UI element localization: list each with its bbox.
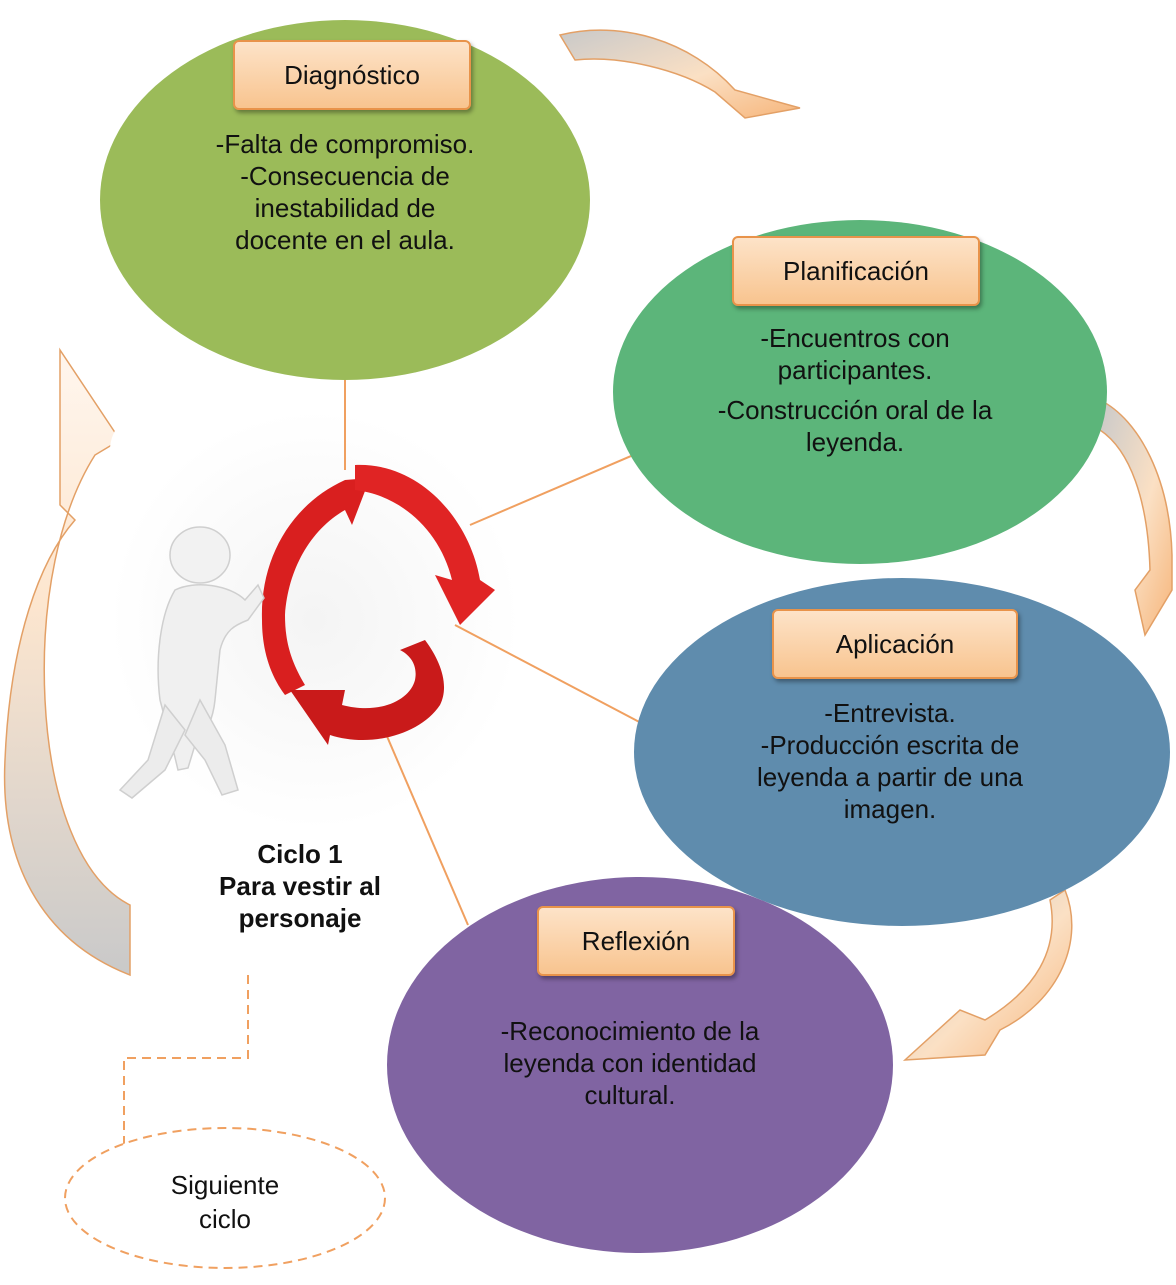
- flow-arrow-right: [1099, 398, 1173, 637]
- cycle-title-line: Ciclo 1: [257, 839, 343, 869]
- stage-item: -Reconocimiento de la: [500, 1016, 760, 1046]
- stage-body-reflexion: -Reconocimiento de la leyenda con identi…: [450, 1015, 810, 1111]
- stage-item: -Falta de compromiso.: [215, 129, 475, 159]
- flow-arrow-lower-right: [902, 888, 1073, 1061]
- connector-aplicacion: [454, 624, 646, 726]
- cycle-title-line: Para vestir al: [219, 871, 381, 901]
- next-cycle-line: ciclo: [198, 1204, 251, 1234]
- stage-ellipse-planificacion: [613, 220, 1107, 564]
- stage-item: leyenda.: [805, 427, 905, 457]
- stage-ellipse-reflexion: [387, 877, 893, 1253]
- stage-title-reflexion: Reflexión: [537, 906, 735, 976]
- stage-title-planificacion: Planificación: [732, 236, 980, 306]
- next-cycle-label: Siguiente ciclo: [130, 1168, 320, 1236]
- flow-arrow-top: [558, 29, 801, 119]
- stage-body-planificacion: -Encuentros con participantes. -Construc…: [665, 322, 1045, 458]
- pushing-figure-icon: [118, 526, 265, 799]
- stage-body-diagnostico: -Falta de compromiso. -Consecuencia de i…: [175, 128, 515, 256]
- stage-title-aplicacion: Aplicación: [772, 609, 1018, 679]
- stage-body-aplicacion: -Entrevista. -Producción escrita de leye…: [700, 697, 1080, 825]
- stage-item: participantes.: [777, 355, 933, 385]
- stage-item: -Construcción oral de la: [717, 395, 993, 425]
- connector-reflexion: [379, 719, 469, 926]
- cycle-arrows-icon: [261, 464, 495, 745]
- next-cycle-ellipse: [64, 1127, 386, 1269]
- stage-title-diagnostico: Diagnóstico: [233, 40, 471, 110]
- stage-ellipse-diagnostico: [100, 20, 590, 380]
- cycle-title: Ciclo 1 Para vestir al personaje: [170, 838, 430, 934]
- stage-item: -Producción escrita de: [760, 730, 1020, 760]
- next-cycle-connector: [123, 975, 249, 1150]
- stage-item: -Entrevista.: [824, 698, 956, 728]
- stage-item: -Encuentros con: [760, 323, 950, 353]
- stage-ellipse-aplicacion: [634, 578, 1170, 926]
- stage-item: cultural.: [584, 1080, 676, 1110]
- stage-item: -Consecuencia de: [240, 161, 450, 191]
- connector-planificacion: [469, 449, 646, 526]
- stage-item: leyenda con identidad: [503, 1048, 757, 1078]
- stage-item: inestabilidad de: [254, 193, 436, 223]
- stage-item: imagen.: [843, 794, 937, 824]
- next-cycle-line: Siguiente: [170, 1170, 280, 1200]
- stage-item: leyenda a partir de una: [757, 762, 1023, 792]
- cycle-title-line: personaje: [238, 903, 362, 933]
- flow-arrow-left: [3, 347, 131, 977]
- stage-item: docente en el aula.: [235, 225, 455, 255]
